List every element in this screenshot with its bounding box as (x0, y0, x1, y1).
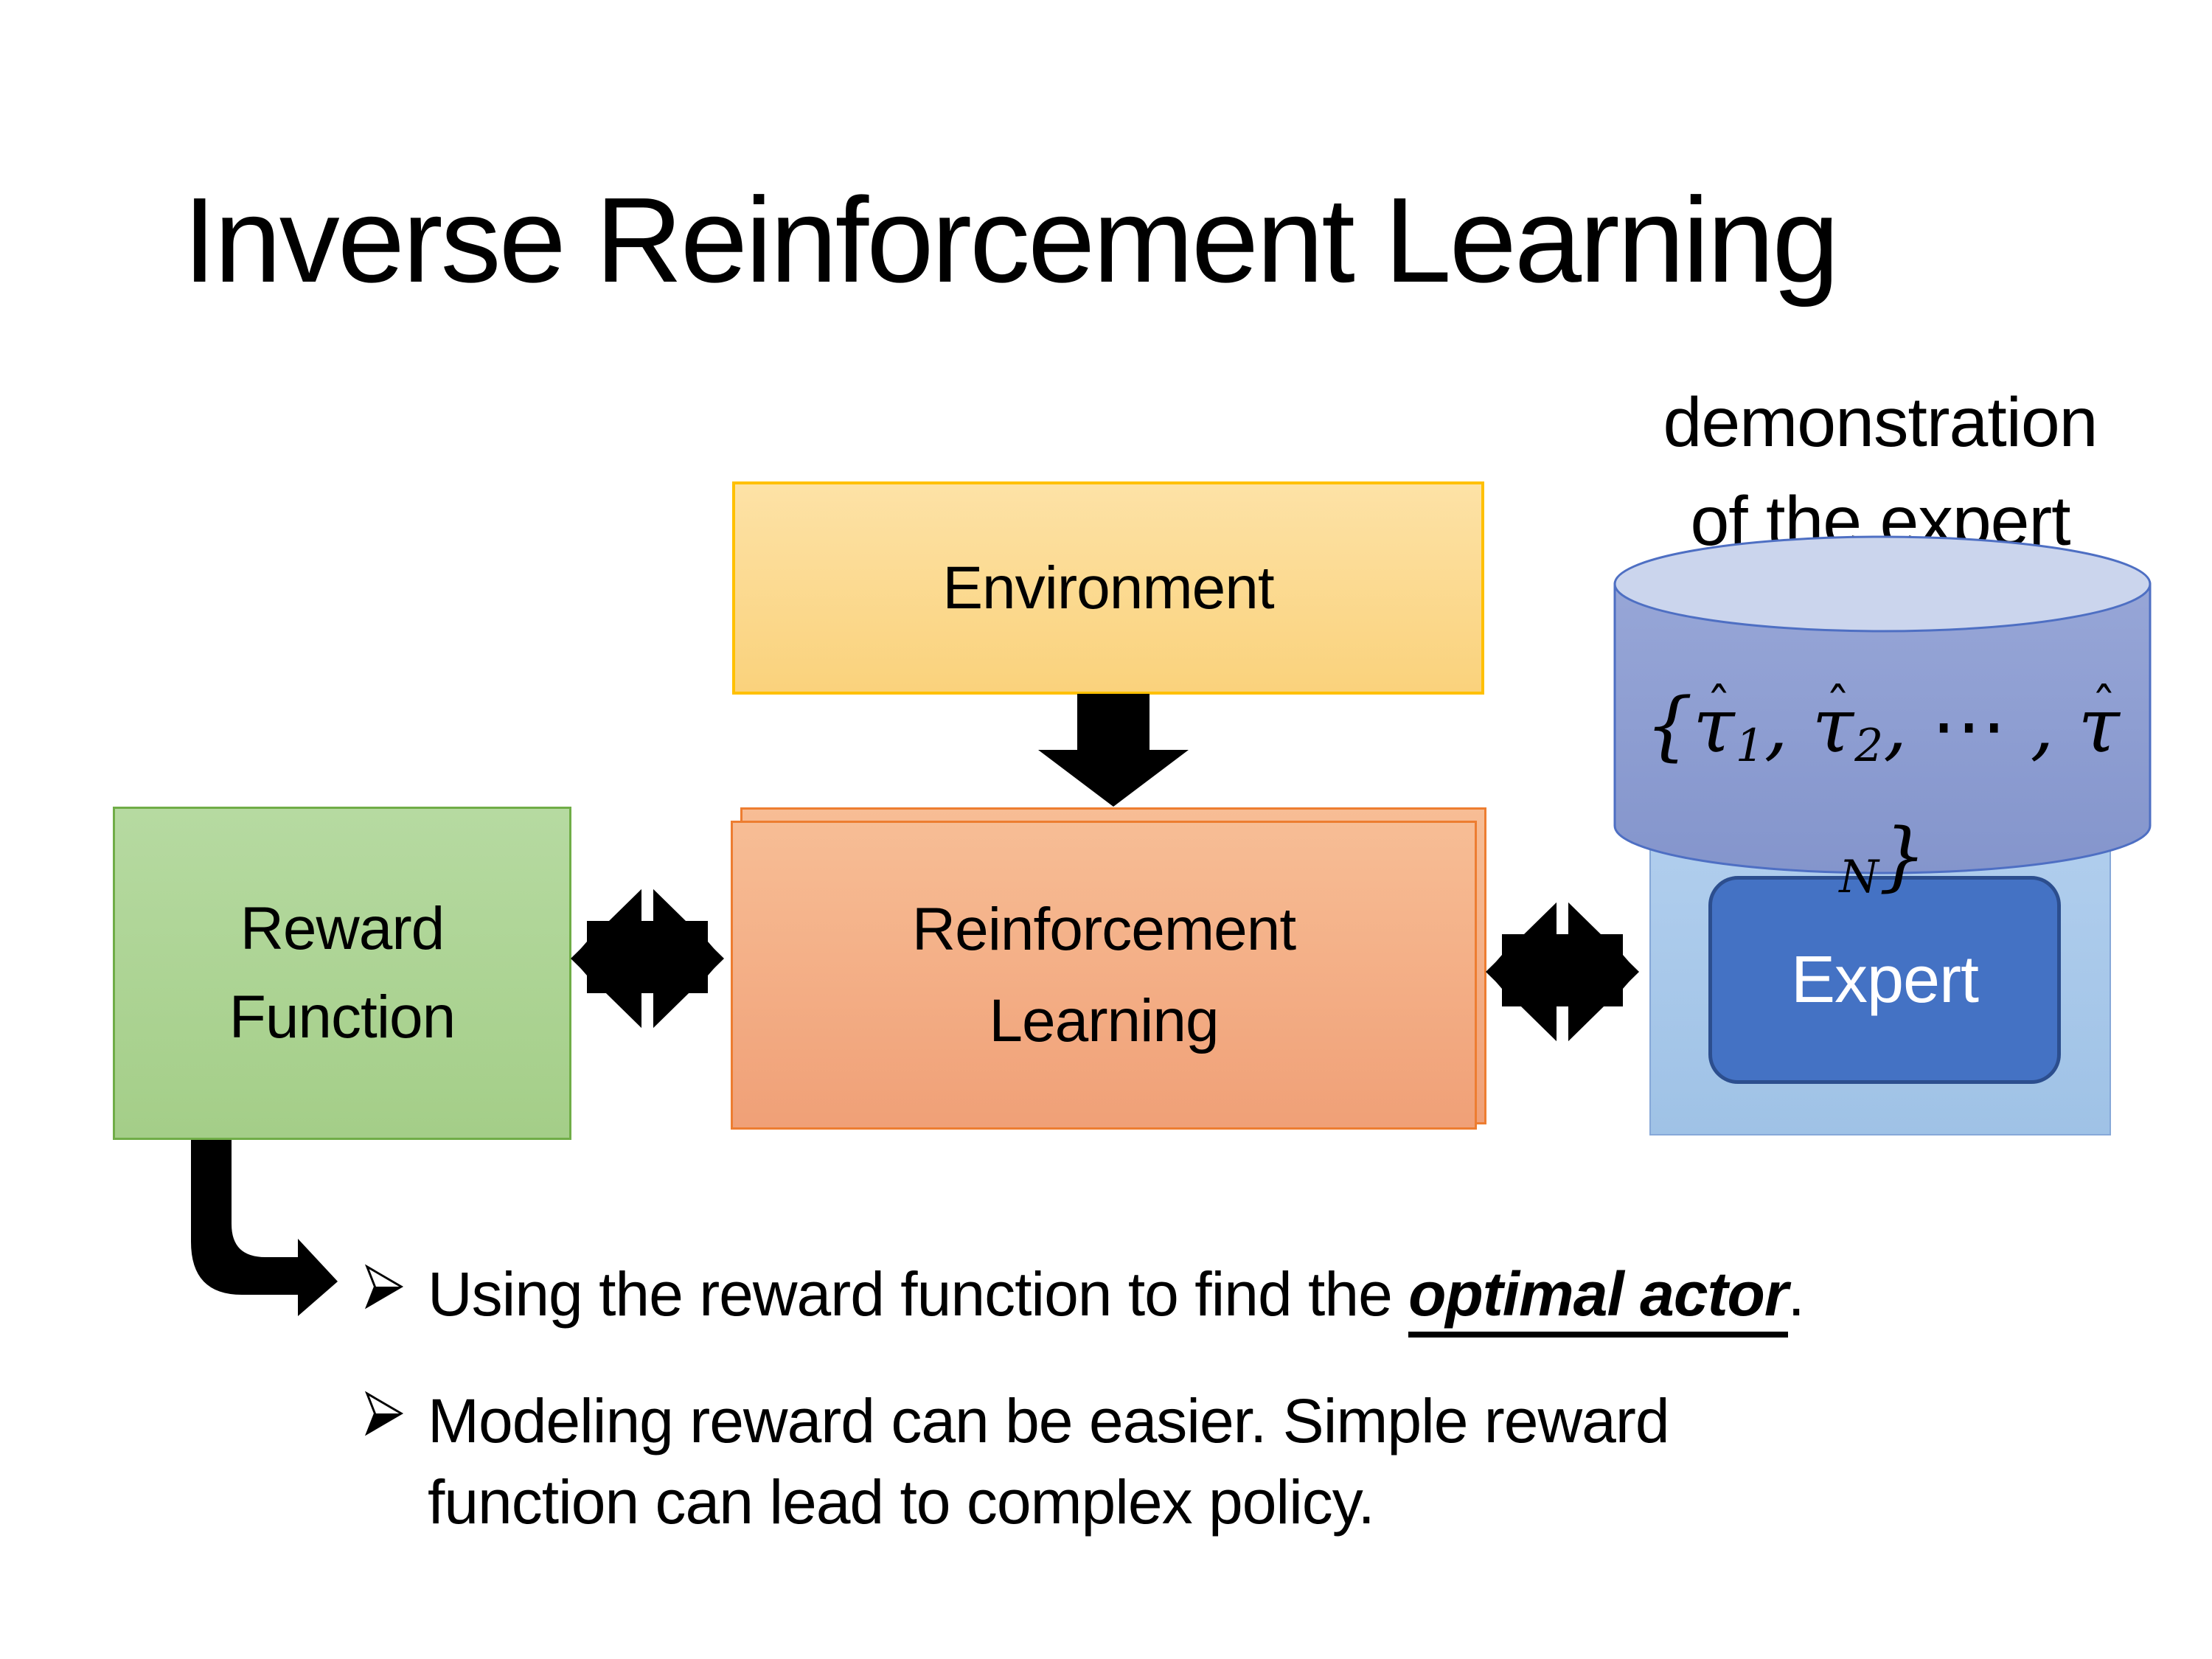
demonstration-label: demonstration of the expert (1585, 373, 2175, 571)
bullet-arrow-icon (364, 1264, 404, 1310)
exchange-arrows-icon (1486, 895, 1639, 1048)
bullet2-line2: function can lead to complex policy. (428, 1467, 1375, 1537)
reinforcement-learning-label-line1: Reinforcement (911, 895, 1296, 963)
bullet2-line1: Modeling reward can be easier. Simple re… (428, 1386, 1670, 1455)
exchange-arrows-icon (571, 882, 724, 1035)
optimal-actor-emphasis: optimal actor (1408, 1259, 1789, 1338)
down-arrow-icon (1038, 694, 1189, 807)
bullet1-post: . (1787, 1259, 1805, 1329)
reward-function-label-line2: Function (229, 984, 456, 1051)
bullet1-pre: Using the reward function to find the (428, 1259, 1409, 1329)
bullet-arrow-icon (364, 1391, 404, 1436)
page-title: Inverse Reinforcement Learning (183, 173, 1840, 307)
reinforcement-learning-box: Reinforcement Learning (731, 821, 1477, 1130)
reinforcement-learning-label-line2: Learning (989, 987, 1219, 1054)
reward-function-label-line1: Reward (240, 895, 445, 962)
bullet-item: Using the reward function to find the op… (363, 1253, 1805, 1338)
bullet-text: Using the reward function to find the op… (428, 1253, 1805, 1338)
reward-function-box: Reward Function (113, 807, 571, 1140)
environment-box-label: Environment (942, 554, 1274, 622)
expert-box: Expert (1708, 876, 2061, 1084)
demonstrations-cylinder (1613, 535, 2152, 874)
bullet-item: Modeling reward can be easier. Simple re… (363, 1380, 1670, 1543)
demonstration-label-line1: demonstration (1663, 383, 2098, 462)
elbow-arrow-icon (191, 1140, 338, 1316)
environment-box: Environment (732, 481, 1484, 695)
expert-box-label: Expert (1790, 943, 1979, 1017)
bullet-text: Modeling reward can be easier. Simple re… (428, 1380, 1670, 1543)
